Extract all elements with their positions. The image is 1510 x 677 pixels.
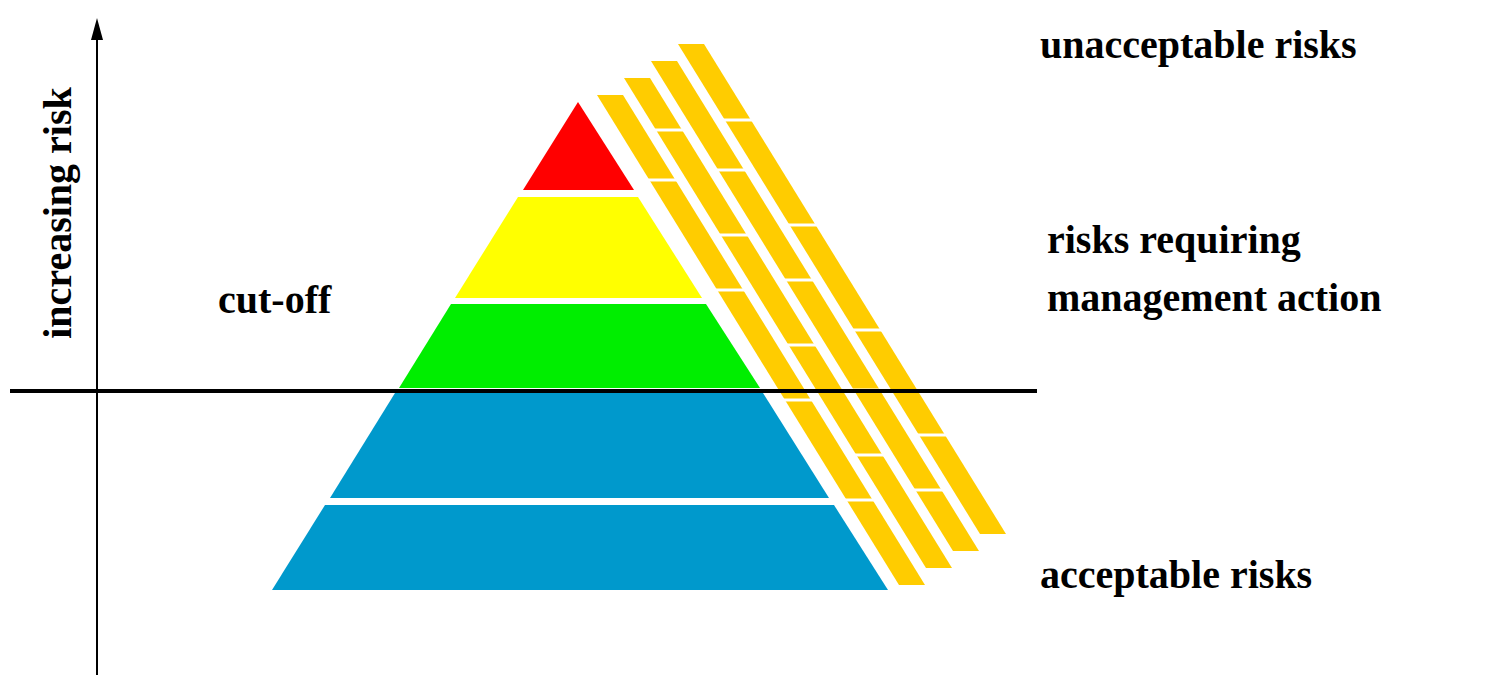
pyramid-bands [272, 102, 888, 590]
risk-axis [96, 34, 98, 675]
risk-level-label: unacceptable risks [1040, 22, 1357, 68]
risk-level-label: acceptable risks [1040, 552, 1312, 598]
unacceptable-band [523, 102, 634, 190]
band-divider [330, 500, 822, 503]
risk-level-label: risks requiring management action [1047, 211, 1509, 327]
cut-off-line [10, 389, 1037, 393]
management-band [455, 197, 702, 298]
management-band [399, 304, 760, 388]
risk-level-label: cut-off [218, 277, 331, 323]
axis-label: increasing risk [35, 87, 81, 339]
axis-arrowhead [91, 18, 103, 40]
acceptable-band [272, 505, 888, 590]
acceptable-band [330, 393, 829, 498]
